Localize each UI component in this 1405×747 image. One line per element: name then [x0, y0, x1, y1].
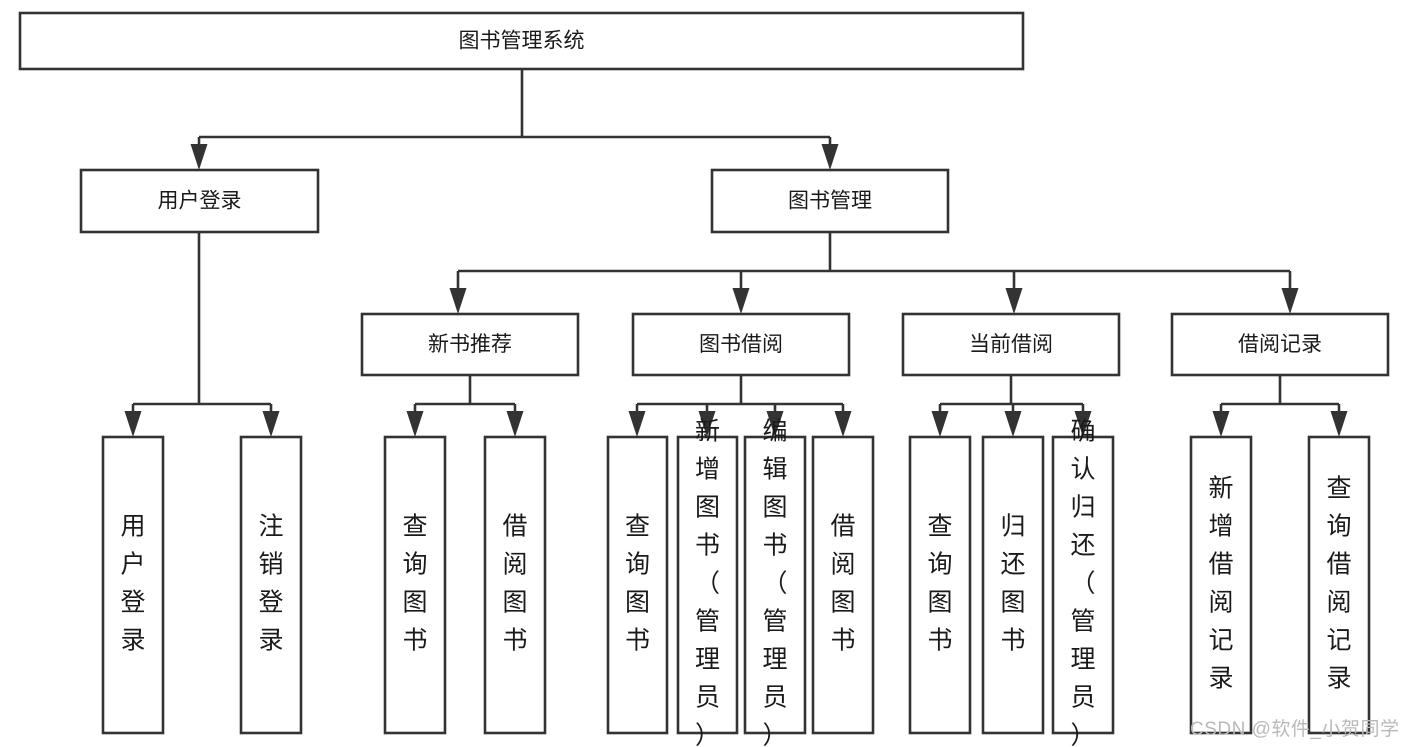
node-book-borrow[interactable]: 图书借阅 [631, 312, 851, 377]
node-label: 图书借阅 [699, 333, 783, 356]
node-leaf-add-record[interactable]: 新增借阅记录 [1189, 435, 1253, 735]
node-leaf-return-book[interactable]: 归还图书 [981, 435, 1045, 735]
node-box[interactable] [631, 312, 851, 377]
arrow-head-icon [834, 411, 852, 437]
connector-layer [124, 69, 1348, 437]
arrow-head-icon [1004, 411, 1022, 437]
node-label: 注销登录 [258, 513, 283, 655]
csdn-watermark: CSDN @软件_小贺同学 [1190, 719, 1400, 740]
node-label: 查询图书 [402, 513, 427, 655]
node-label: 查询图书 [927, 513, 952, 655]
node-box[interactable] [811, 435, 875, 735]
node-label: 当前借阅 [969, 333, 1053, 356]
arrow-head-icon [1005, 288, 1023, 314]
node-user-login[interactable]: 用户登录 [79, 168, 320, 234]
node-leaf-borrow-book-2[interactable]: 借阅图书 [811, 435, 875, 735]
arrow-head-icon [406, 411, 424, 437]
node-leaf-add-book[interactable]: 新增图书（管理员） [676, 418, 739, 747]
node-label: 用户登录 [120, 513, 145, 655]
node-box[interactable] [743, 435, 807, 735]
arrow-head-icon [628, 411, 646, 437]
node-label: 确认归还（管理员） [1070, 418, 1095, 747]
node-box[interactable] [18, 11, 1025, 71]
node-label: 查询借阅记录 [1326, 475, 1351, 693]
node-label: 图书管理系统 [459, 30, 585, 53]
node-label: 借阅图书 [502, 513, 527, 655]
node-box[interactable] [383, 435, 447, 735]
node-label: 借阅记录 [1238, 333, 1322, 356]
node-book-manage[interactable]: 图书管理 [710, 168, 950, 234]
node-new-book-rec[interactable]: 新书推荐 [360, 312, 580, 377]
node-label: 借阅图书 [830, 513, 855, 655]
node-root[interactable]: 图书管理系统 [18, 11, 1025, 71]
node-box[interactable] [483, 435, 547, 735]
node-label: 用户登录 [158, 190, 242, 213]
arrow-head-icon [506, 411, 524, 437]
node-box[interactable] [1307, 435, 1371, 735]
node-box[interactable] [676, 435, 739, 735]
node-box[interactable] [901, 312, 1121, 377]
node-leaf-logout[interactable]: 注销登录 [239, 435, 303, 735]
node-label: 归还图书 [1000, 513, 1025, 655]
node-current-borrow[interactable]: 当前借阅 [901, 312, 1121, 377]
arrow-head-icon [1281, 288, 1299, 314]
node-label: 编辑图书（管理员） [762, 418, 787, 747]
node-box[interactable] [1170, 312, 1390, 377]
node-leaf-confirm-return[interactable]: 确认归还（管理员） [1051, 418, 1115, 747]
node-box[interactable] [360, 312, 580, 377]
node-box[interactable] [1189, 435, 1253, 735]
arrow-head-icon [821, 144, 839, 170]
node-leaf-borrow-book-1[interactable]: 借阅图书 [483, 435, 547, 735]
arrow-head-icon [262, 411, 280, 437]
node-box[interactable] [710, 168, 950, 234]
arrow-head-icon [1212, 411, 1230, 437]
arrow-head-icon [698, 411, 716, 437]
node-leaf-query-book-2[interactable]: 查询图书 [606, 435, 669, 735]
node-label: 新书推荐 [428, 333, 512, 356]
node-box[interactable] [908, 435, 972, 735]
arrow-head-icon [190, 144, 208, 170]
node-box[interactable] [101, 435, 165, 735]
node-label: 查询图书 [625, 513, 650, 655]
node-box[interactable] [239, 435, 303, 735]
arrow-head-icon [449, 288, 467, 314]
node-layer: 图书管理系统用户登录图书管理新书推荐图书借阅当前借阅借阅记录用户登录注销登录查询… [18, 11, 1390, 747]
node-box[interactable] [606, 435, 669, 735]
node-label: 图书管理 [788, 190, 872, 213]
node-label: 新增借阅记录 [1208, 475, 1233, 693]
arrow-head-icon [931, 411, 949, 437]
node-leaf-query-book-1[interactable]: 查询图书 [383, 435, 447, 735]
node-box[interactable] [79, 168, 320, 234]
node-box[interactable] [981, 435, 1045, 735]
node-box[interactable] [1051, 435, 1115, 735]
node-label: 新增图书（管理员） [695, 418, 720, 747]
arrow-head-icon [1074, 411, 1092, 437]
node-leaf-edit-book[interactable]: 编辑图书（管理员） [743, 418, 807, 747]
node-leaf-query-record[interactable]: 查询借阅记录 [1307, 435, 1371, 735]
arrow-head-icon [1330, 411, 1348, 437]
node-leaf-user-login[interactable]: 用户登录 [101, 435, 165, 735]
arrow-head-icon [124, 411, 142, 437]
arrow-head-icon [732, 288, 750, 314]
arrow-head-icon [766, 411, 784, 437]
node-leaf-query-book-3[interactable]: 查询图书 [908, 435, 972, 735]
node-borrow-record[interactable]: 借阅记录 [1170, 312, 1390, 377]
